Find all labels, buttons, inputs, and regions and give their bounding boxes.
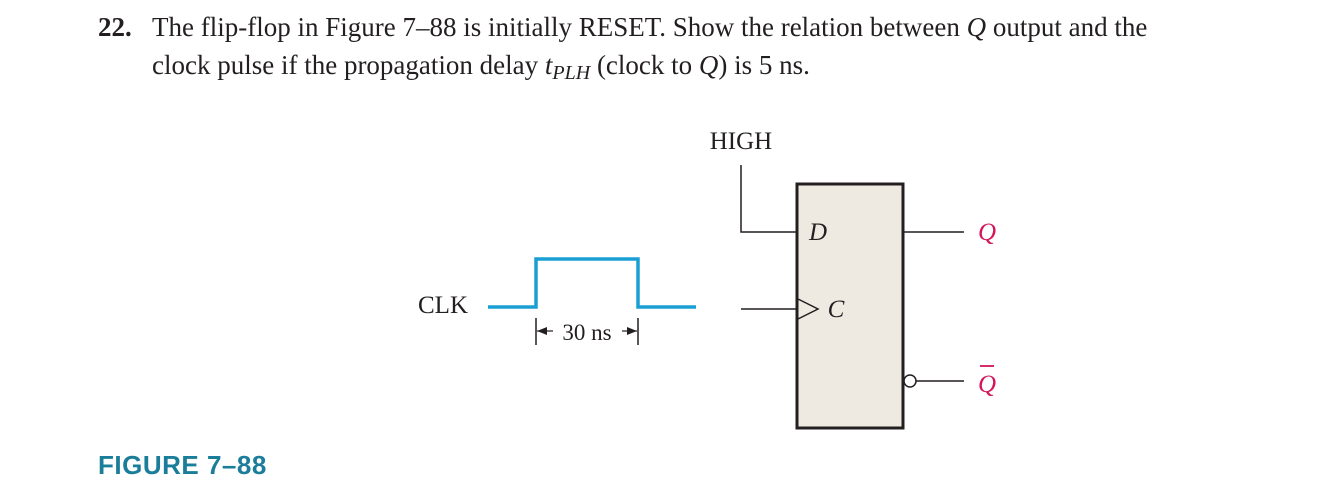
problem-text-1b: output and the xyxy=(986,12,1148,42)
problem-number: 22. xyxy=(98,12,132,42)
c-input-label: C xyxy=(828,296,845,323)
problem-line-1: 22. The flip-flop in Figure 7–88 is initi… xyxy=(98,8,1318,46)
q-symbol-2: Q xyxy=(698,50,719,80)
problem-text-2b: (clock to xyxy=(590,50,699,80)
clock-pulse-waveform xyxy=(488,257,696,309)
clock-triangle-icon xyxy=(797,298,820,320)
t-subscript: PLH xyxy=(552,62,591,84)
q-output-label: Q xyxy=(978,219,996,246)
pulse-width-label: 30 ns xyxy=(562,320,611,345)
d-flip-flop-body xyxy=(795,182,905,430)
clk-label: CLK xyxy=(418,292,468,319)
problem-text-1a: The flip-flop in Figure 7–88 is initiall… xyxy=(152,12,967,42)
t-symbol: t xyxy=(544,50,553,80)
inversion-bubble xyxy=(903,374,917,388)
pulse-width-dimension xyxy=(535,318,639,345)
problem-statement: 22. The flip-flop in Figure 7–88 is initi… xyxy=(98,8,1318,92)
q-bar-output-label: Q xyxy=(978,371,996,398)
problem-text-2a: clock pulse if the propagation delay xyxy=(152,50,545,80)
q-symbol: Q xyxy=(966,12,987,42)
high-label: HIGH xyxy=(710,128,773,155)
problem-text-2c: ) is 5 ns. xyxy=(718,50,810,80)
problem-line-2: clock pulse if the propagation delay tPL… xyxy=(98,46,1318,92)
figure-caption: FIGURE 7–88 xyxy=(98,450,267,480)
d-input-wire xyxy=(740,165,797,233)
d-input-label: D xyxy=(808,219,827,246)
